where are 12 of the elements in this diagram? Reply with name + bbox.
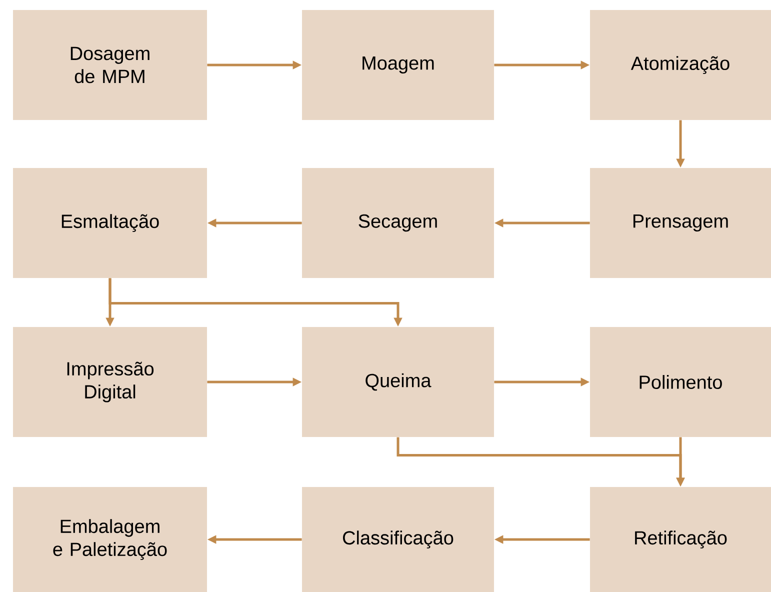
process-box: Esmaltação <box>13 168 207 278</box>
process-box: Queima <box>302 327 494 437</box>
process-box: Embalagem e Paletização <box>13 487 207 592</box>
process-box: Impressão Digital <box>13 327 207 437</box>
process-box: Dosagem de MPM <box>13 10 207 120</box>
process-box: Moagem <box>302 10 494 120</box>
process-box: Classificação <box>302 487 494 592</box>
process-box: Atomização <box>590 10 771 120</box>
process-box: Retificação <box>590 487 771 592</box>
process-box: Polimento <box>590 327 771 437</box>
process-box: Secagem <box>302 168 494 278</box>
process-box: Prensagem <box>590 168 771 278</box>
